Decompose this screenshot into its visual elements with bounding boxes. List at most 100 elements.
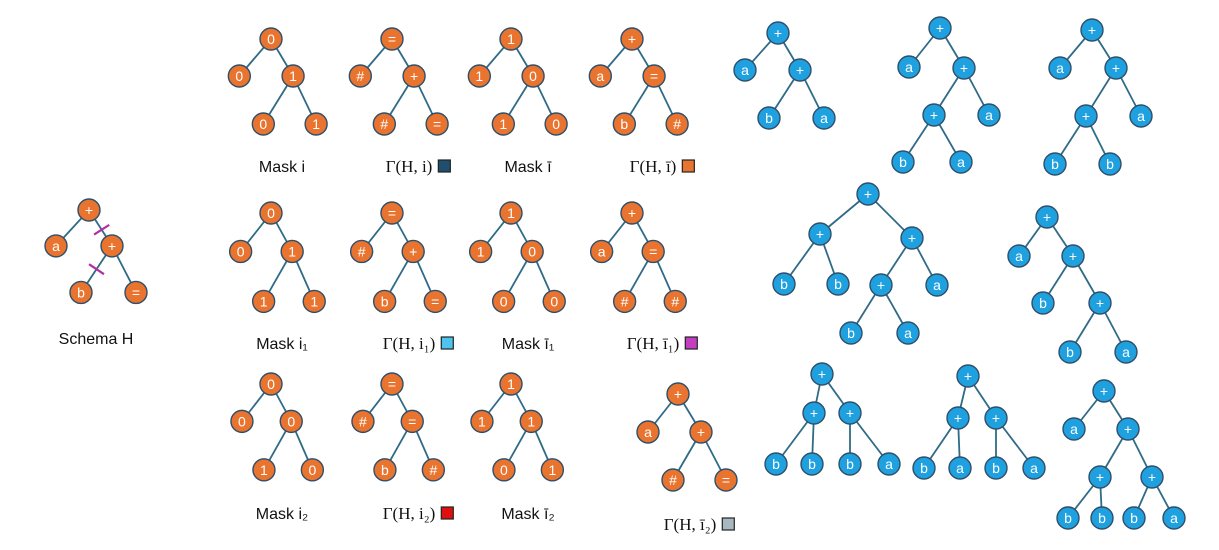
mask-tree-7-node: a — [589, 239, 614, 264]
mask-tree-9-node-circle — [380, 372, 404, 396]
mask-tree-8-node-circle — [230, 409, 254, 434]
blue-tree-6-node: b — [912, 456, 936, 480]
blue-tree-0-node: a — [812, 106, 836, 130]
mask-tree-1-node-label: = — [433, 116, 441, 132]
mask-tree-11-node-circle — [666, 382, 690, 406]
blue-tree-3-node-circle — [808, 222, 832, 246]
blue-tree-3-node-label: a — [904, 325, 912, 341]
blue-tree-2-node-circle — [1048, 56, 1072, 80]
mask-caption: Γ(H, i₁) — [383, 334, 436, 353]
mask-tree-3-node-label: b — [620, 116, 628, 132]
mask-tree-5-node-circle — [423, 289, 447, 314]
mask-tree-5-node: = — [380, 201, 404, 225]
mask-tree-7-node-circle — [620, 201, 644, 225]
mask-tree-5-node: = — [423, 289, 447, 314]
mask-tree-9-node: # — [351, 409, 375, 434]
blue-tree-2-node-label: a — [1056, 60, 1064, 76]
mask-tree-1-node: = — [425, 112, 449, 136]
mask-tree-9-node: # — [421, 458, 446, 482]
blue-tree-5-node: b — [800, 452, 824, 476]
blue-tree-6-node-label: b — [920, 460, 928, 476]
blue-tree-0-node-circle — [788, 58, 812, 82]
mask-tree-8-node-label: 0 — [287, 413, 295, 429]
blue-tree-7-node-circle — [1090, 506, 1114, 530]
mask-tree-11-node-circle — [661, 468, 685, 492]
mask-tree-3-node-circle — [665, 112, 689, 136]
mask-tree-3-node-circle — [612, 112, 637, 136]
blue-tree-4-node-circle — [1061, 244, 1085, 268]
blue-tree-1-node-circle — [952, 56, 976, 80]
mask-tree-4-node: 1 — [251, 289, 276, 314]
mask-tree-10-node-label: 0 — [500, 462, 508, 478]
mask-tree-7-node-label: = — [649, 243, 657, 259]
mask-tree-9-node-label: = — [408, 413, 416, 429]
mask-tree-6-node-circle — [499, 201, 523, 225]
blue-tree-5-node-label: b — [808, 456, 816, 472]
schema-h-node: a — [44, 234, 68, 258]
blue-tree-4-node: + — [1035, 205, 1059, 229]
blue-tree-7-node: b — [1056, 506, 1080, 530]
mask-tree-1-node-circle — [372, 112, 397, 136]
mask-caption: Mask i₂ — [256, 506, 308, 523]
gamma-swatch — [721, 517, 735, 531]
mask-tree-3-node: = — [642, 64, 666, 88]
mask-tree-10-node-label: 1 — [507, 376, 515, 392]
blue-tree-1-node: a — [977, 103, 1001, 127]
mask-tree-3-node-circle — [588, 64, 613, 88]
blue-tree-7-node-label: + — [1148, 469, 1156, 485]
mask-tree-5-node: + — [401, 239, 425, 264]
mask-tree-4-node-circle — [302, 289, 326, 314]
blue-tree-2-node: a — [1048, 56, 1072, 80]
mask-tree-2-node-circle — [467, 64, 492, 88]
blue-tree-2-node: b — [1098, 152, 1122, 176]
blue-tree-3-node-circle — [839, 321, 863, 345]
blue-tree-7-node-label: + — [1100, 383, 1108, 399]
mask-tree-3-node-circle — [620, 27, 644, 51]
mask-tree-5-node-circle — [372, 289, 397, 314]
mask-tree-2-node: 1 — [491, 112, 516, 136]
blue-tree-6-node: + — [984, 406, 1008, 430]
mask-tree-0-node-label: 0 — [235, 68, 243, 84]
blue-tree-4-node-circle — [1114, 340, 1138, 364]
blue-tree-6-node-label: + — [954, 410, 962, 426]
blue-tree-5-node: + — [802, 401, 826, 425]
mask-tree-7-node: # — [663, 289, 687, 314]
blue-tree-0-node-label: b — [765, 110, 773, 126]
mask-tree-7-node-label: # — [671, 293, 679, 309]
blue-tree-5-node-label: a — [885, 456, 893, 472]
blue-tree-7-node: b — [1122, 506, 1146, 530]
blue-tree-3-node-circle — [856, 182, 880, 206]
mask-tree-3-node-label: a — [596, 68, 604, 84]
mask-tree-4-node: 1 — [302, 289, 326, 314]
mask-tree-10-node-circle — [540, 458, 565, 482]
blue-tree-0-node: + — [766, 21, 790, 45]
blue-tree-7-node-label: b — [1130, 510, 1138, 526]
blue-tree-1-node-label: a — [985, 107, 993, 123]
mask-tree-5-node: # — [349, 239, 374, 264]
blue-tree-3-node: + — [856, 182, 880, 206]
mask-tree-5-node-circle — [380, 201, 404, 225]
blue-tree-6-node-circle — [946, 406, 970, 430]
mask-tree-9-node-circle — [373, 458, 397, 482]
mask-tree-3-node: a — [588, 64, 613, 88]
blue-tree-3-node: + — [869, 273, 893, 297]
blue-tree-7-node: + — [1092, 379, 1116, 403]
mask-tree-0-node: 0 — [259, 27, 283, 51]
mask-tree-8-node-circle — [259, 372, 283, 396]
mask-tree-1-node: = — [380, 27, 404, 51]
blue-tree-5-node: + — [838, 401, 862, 425]
blue-tree-4-node-circle — [1035, 205, 1059, 229]
mask-tree-2-node-label: 0 — [552, 116, 560, 132]
blue-tree-0-node-circle — [733, 58, 757, 82]
mask-tree-9-node-label: b — [381, 462, 389, 478]
mask-caption: Mask ī₂ — [501, 506, 554, 523]
blue-tree-2-node: + — [1080, 18, 1104, 42]
blue-tree-2-node-label: a — [1137, 108, 1145, 124]
blue-tree-7-node: + — [1140, 465, 1164, 489]
blue-tree-2-node-label: + — [1088, 22, 1096, 38]
mask-tree-10-node: 1 — [499, 372, 523, 396]
blue-tree-7-node-circle — [1088, 465, 1112, 489]
blue-tree-2-node-circle — [1080, 18, 1104, 42]
schema-cut-mark — [88, 263, 105, 276]
